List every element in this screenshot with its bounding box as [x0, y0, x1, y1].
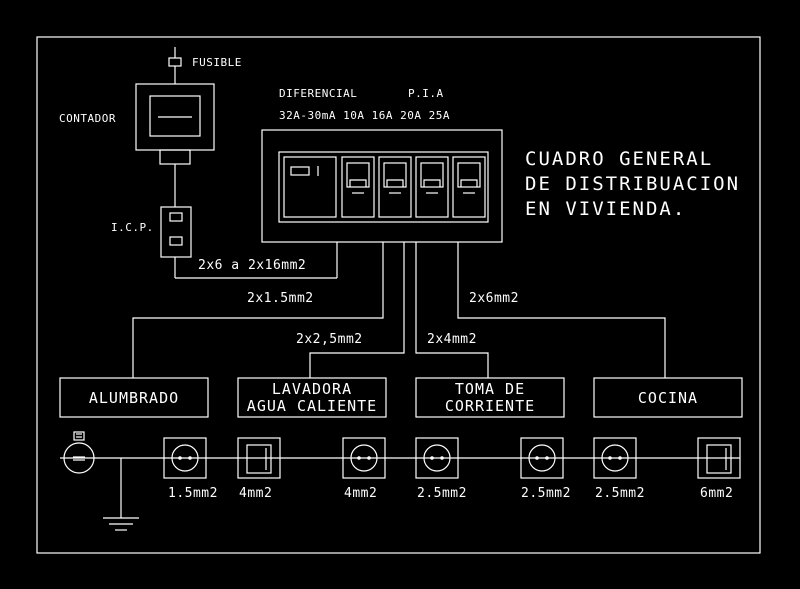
feed-cable-label: 2x6 a 2x16mm2 [198, 258, 306, 273]
outlet-icon [342, 437, 386, 479]
lamp-icon [63, 431, 95, 474]
title-line-2: DE DISTRIBUACION [525, 173, 740, 195]
title-line-3: EN VIVIENDA. [525, 198, 686, 220]
cable-label-1: 2x1.5mm2 [247, 291, 314, 306]
icp-breaker-1 [169, 212, 183, 222]
circuit-label-lavadora-1: LAVADORA [272, 380, 352, 398]
pia-breaker-20a [415, 156, 449, 218]
outlet-icon [520, 437, 564, 479]
outlet-size-label: 2.5mm2 [417, 486, 467, 501]
fuse-symbol [168, 57, 182, 67]
pia-label: P.I.A [408, 87, 444, 100]
circuit-label-cocina: COCINA [638, 389, 698, 407]
icp-box [160, 206, 192, 258]
circuit-box-lavadora [237, 377, 387, 418]
panel-outer [261, 129, 503, 243]
outlet-size-label: 4mm2 [239, 486, 272, 501]
cable-label-4: 2x6mm2 [469, 291, 519, 306]
circuit-box-cocina [593, 377, 743, 418]
outlet-size-label: 2.5mm2 [595, 486, 645, 501]
title-line-1: CUADRO GENERAL [525, 148, 713, 170]
wire-alumbrado [132, 242, 384, 378]
wire-lavadora [309, 242, 405, 378]
meter-base [159, 149, 191, 165]
pia-breaker-16a [378, 156, 412, 218]
drawing-frame [36, 36, 761, 554]
circuit-label-alumbrado: ALUMBRADO [89, 389, 179, 407]
meter-display [149, 95, 201, 137]
circuit-label-toma-1: TOMA DE [455, 380, 525, 398]
cable-label-3: 2x4mm2 [427, 332, 477, 347]
differential-window [290, 166, 310, 176]
outlet-icon [415, 437, 459, 479]
diferencial-label: DIFERENCIAL [279, 87, 357, 100]
pia-breaker-25a [452, 156, 486, 218]
icp-breaker-2 [169, 236, 183, 246]
icp-label: I.C.P. [111, 221, 154, 234]
outlet-icon [593, 437, 637, 479]
circuit-label-toma-2: CORRIENTE [445, 397, 535, 415]
wire-toma [415, 242, 489, 378]
panel-inner [278, 151, 489, 223]
switch-icon [697, 437, 741, 479]
contador-label: CONTADOR [59, 112, 116, 125]
pia-breaker-10a [341, 156, 375, 218]
ground-icon [103, 517, 139, 531]
cable-label-2: 2x2,5mm2 [296, 332, 363, 347]
circuit-label-lavadora-2: AGUA CALIENTE [247, 397, 377, 415]
circuit-box-toma [415, 377, 565, 418]
fusible-label: FUSIBLE [192, 56, 242, 69]
outlet-size-label: 4mm2 [344, 486, 377, 501]
switch-icon [237, 437, 281, 479]
pia-breakers [341, 156, 486, 218]
outlet-icon [163, 437, 207, 479]
outlet-size-label: 6mm2 [700, 486, 733, 501]
outlet-size-label: 2.5mm2 [521, 486, 571, 501]
differential-breaker [283, 156, 337, 218]
outlet-size-label: 1.5mm2 [168, 486, 218, 501]
wire-cocina [457, 242, 666, 378]
ratings-label: 32A-30mA 10A 16A 20A 25A [279, 109, 450, 122]
circuit-box-alumbrado [59, 377, 209, 418]
